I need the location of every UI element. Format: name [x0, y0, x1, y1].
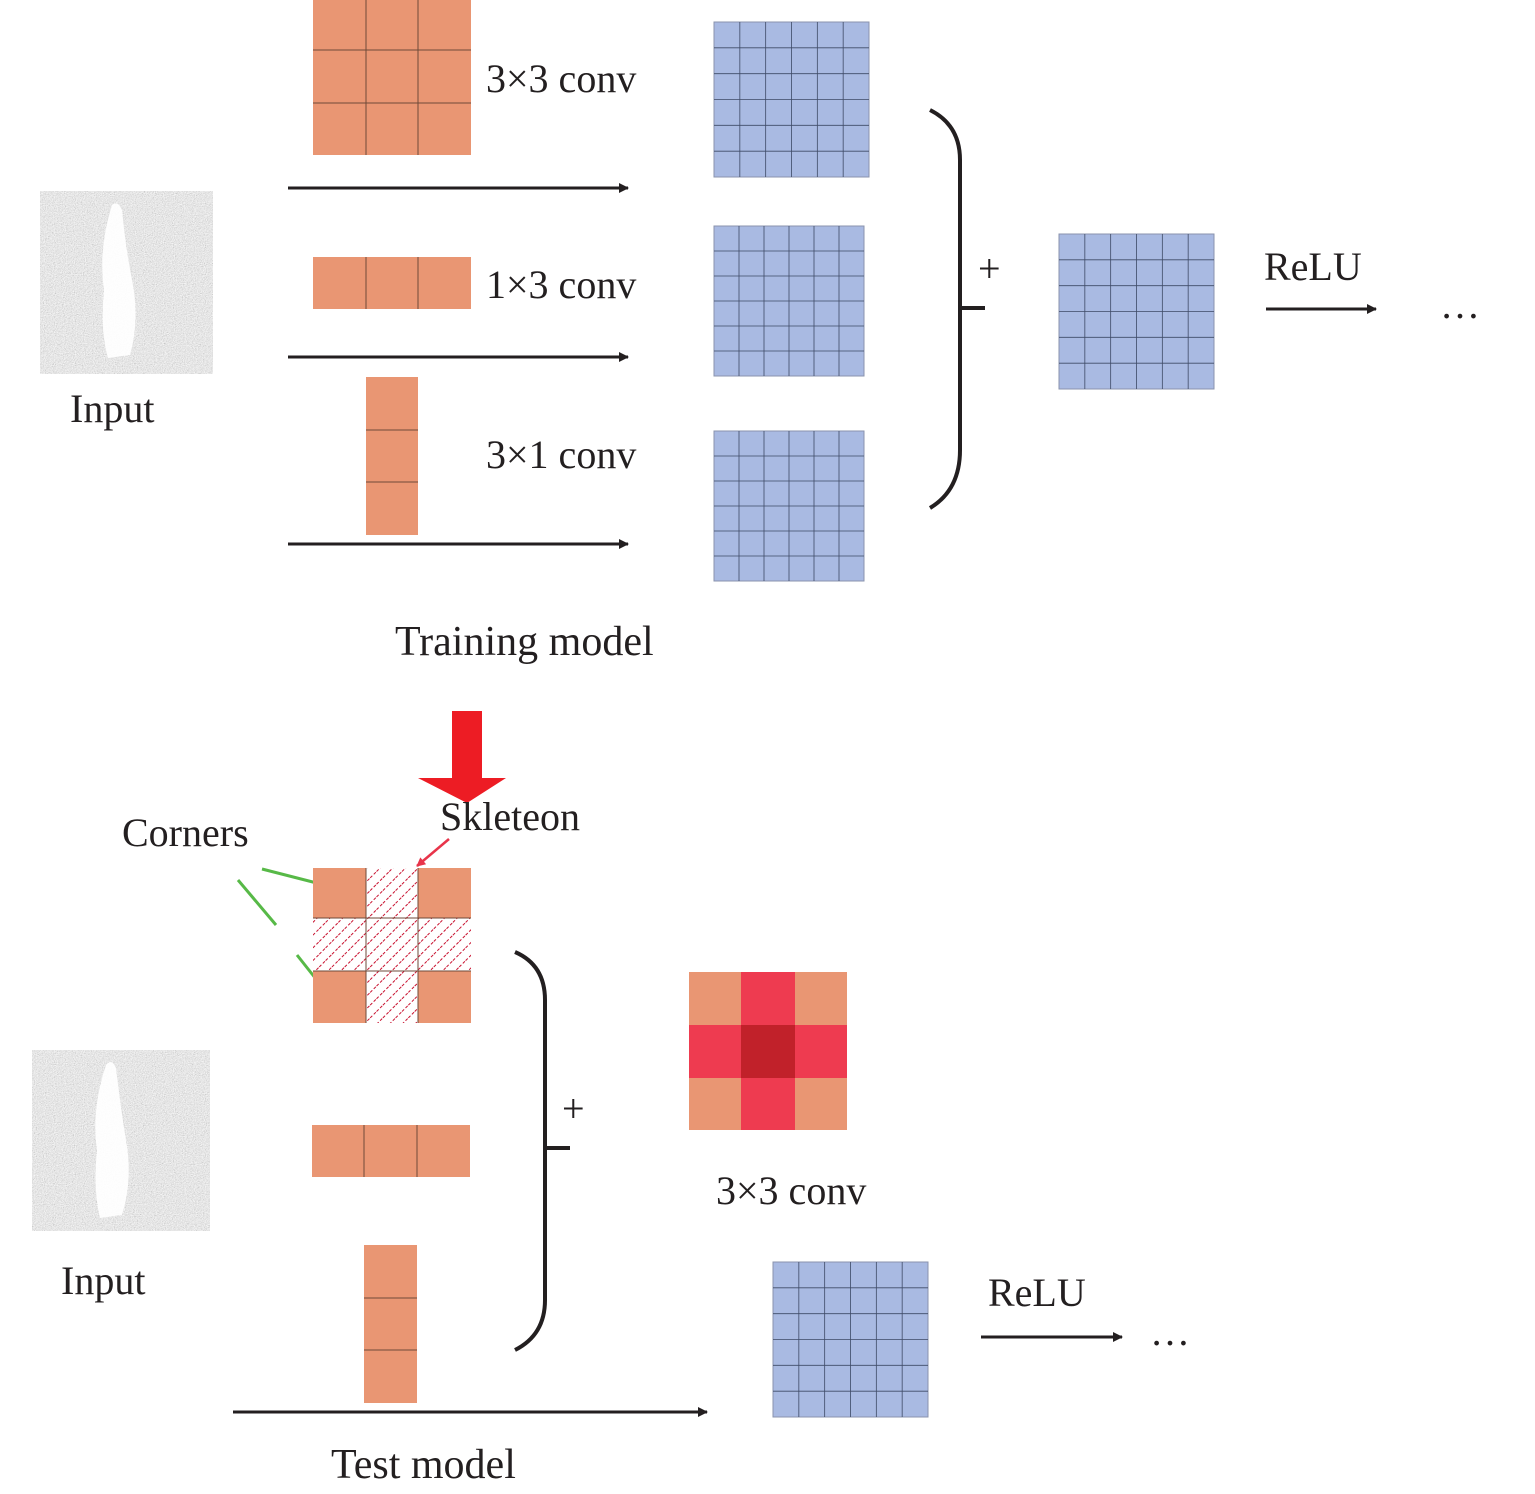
corner-pointer-segment [236, 879, 278, 926]
sum-brace [928, 108, 962, 510]
feature-map-1x3 [713, 225, 865, 377]
test-feature-map [772, 1261, 929, 1418]
test-input-image [32, 1050, 210, 1231]
skeleton-kernel [313, 868, 471, 1023]
test-section: Skleteon Corners + [32, 794, 1190, 1488]
test-plus-sign: + [562, 1086, 585, 1131]
fused-conv-label: 3×3 conv [716, 1168, 866, 1213]
input-label: Input [70, 386, 154, 431]
test-caption: Test model [331, 1442, 516, 1488]
fused-kernel [689, 972, 847, 1130]
training-caption: Training model [395, 619, 654, 665]
transition-arrow [418, 711, 506, 803]
summed-feature-map [1058, 233, 1215, 390]
relu-label: ReLU [1264, 244, 1362, 289]
ellipsis: … [1440, 282, 1480, 327]
feature-map-3x1 [713, 430, 865, 582]
conv-1x3-label: 1×3 conv [486, 262, 636, 307]
conv-3x3-label: 3×3 conv [486, 56, 636, 101]
skeleton-pointer [416, 838, 450, 867]
kernel-3x3 [313, 0, 471, 155]
test-sum-brace [514, 950, 547, 1352]
skeleton-label: Skleteon [440, 794, 580, 839]
kernel-1x3 [313, 257, 471, 309]
test-kernel-1x3 [312, 1125, 470, 1177]
test-input-label: Input [61, 1258, 145, 1303]
kernel-3x1 [366, 377, 418, 535]
test-relu-label: ReLU [988, 1270, 1086, 1315]
feature-map-3x3 [713, 21, 870, 178]
input-image [40, 191, 213, 374]
test-ellipsis: … [1150, 1309, 1190, 1354]
corners-label: Corners [122, 810, 249, 855]
conv-3x1-label: 3×1 conv [486, 432, 636, 477]
plus-sign: + [978, 246, 1001, 291]
training-section: 3×3 conv 1×3 conv 3×1 conv + ReLU … [40, 0, 1480, 665]
test-kernel-3x1 [364, 1245, 417, 1403]
